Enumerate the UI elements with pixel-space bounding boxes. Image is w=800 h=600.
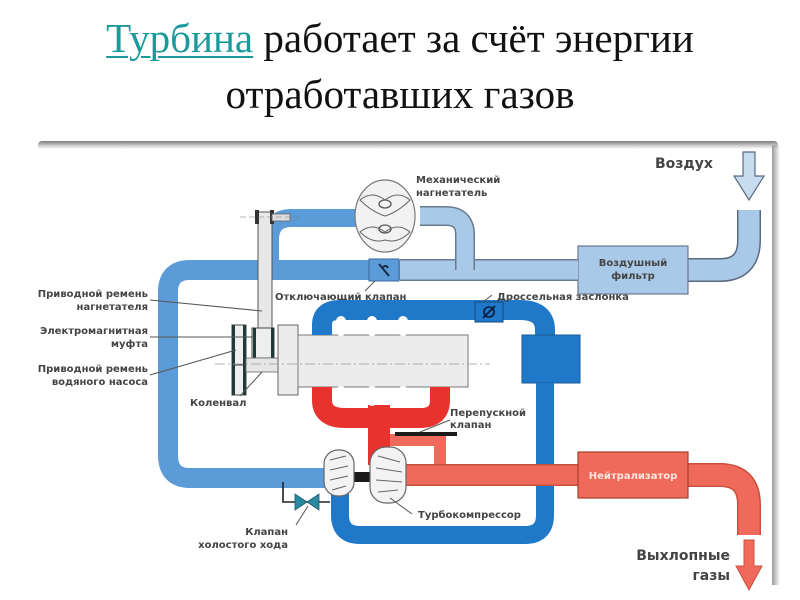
- idle-valve-label-2: холостого хода: [198, 540, 288, 551]
- intake-manifold: [312, 300, 555, 345]
- em-clutch-label-2: муфта: [111, 338, 148, 350]
- intercooler: [521, 334, 581, 384]
- catalytic-converter-label: Нейтрализатор: [589, 471, 678, 482]
- intake-pipe-light: [400, 206, 578, 281]
- figure-frame-top-shadow: [38, 141, 778, 149]
- drive-belt-pump-leader: [149, 349, 237, 376]
- catalytic-converter: Нейтрализатор: [577, 451, 689, 499]
- exhaust-pipe: [400, 463, 761, 535]
- belt-drive: [231, 210, 300, 396]
- drive-belt-pump-label-1: Приводной ремень: [38, 364, 148, 375]
- bypass-valve-label-2: клапан: [450, 420, 492, 431]
- drive-belt-supercharger-label-2: нагнетателя: [77, 302, 148, 313]
- air-filter-label-1: Воздушный: [599, 258, 667, 269]
- drive-belt-supercharger-label-1: Приводной ремень: [38, 289, 148, 300]
- shutoff-valve: [368, 258, 400, 282]
- mechanical-supercharger-label-1: Механический: [416, 175, 500, 186]
- crankshaft-leader: [239, 371, 263, 397]
- em-clutch-label-1: Электромагнитная: [40, 326, 148, 337]
- turbocharger: [323, 446, 407, 504]
- shutoff-valve-leader: [364, 280, 376, 292]
- drive-belt-supercharger-leader: [149, 299, 263, 312]
- exhaust-label-1: Выхлопные: [636, 548, 730, 564]
- idle-valve: [282, 482, 330, 511]
- air-intake-pipe: [680, 210, 761, 282]
- turbocharger-leader: [389, 497, 413, 515]
- slide-title: Турбина работает за счёт энергии отработ…: [0, 10, 800, 122]
- exhaust-label-2: газы: [692, 568, 730, 584]
- bypass-valve-label-1: Перепускной: [450, 408, 526, 419]
- idle-valve-label-1: Клапан: [245, 527, 288, 538]
- title-line-2: отработавших газов: [225, 71, 575, 117]
- air-filter: Воздушный фильтр: [577, 245, 689, 295]
- air-filter-label-2: фильтр: [611, 270, 655, 282]
- mechanical-supercharger-label-2: нагнетатель: [416, 188, 487, 199]
- figure-frame-right-shadow: [772, 145, 780, 585]
- shutoff-valve-label: Отключающий клапан: [275, 292, 407, 303]
- drive-belt-pump-label-2: водяного насоса: [52, 377, 148, 388]
- bypass-valve-leader: [419, 419, 451, 433]
- air-arrow-icon: [732, 151, 766, 202]
- engine-block: [215, 324, 490, 396]
- throttle-label: Дроссельная заслонка: [497, 292, 629, 303]
- throttle-valve: [474, 301, 504, 323]
- title-line-1-text: работает за счёт энергии: [253, 15, 694, 61]
- exhaust-arrow-icon: [735, 539, 763, 592]
- air-label: Воздух: [655, 156, 713, 172]
- throttle-leader: [482, 294, 493, 303]
- idle-valve-leader: [295, 505, 309, 526]
- crankshaft-label: Коленвал: [190, 398, 246, 409]
- mechanical-supercharger: [354, 179, 416, 253]
- turbine-link[interactable]: Турбина: [106, 15, 254, 61]
- title-line-1: Турбина работает за счёт энергии: [0, 10, 800, 66]
- bypass-pipe: [390, 432, 457, 470]
- turbocharger-label: Турбокомпрессор: [418, 509, 521, 521]
- charge-air-pipe: [331, 383, 554, 544]
